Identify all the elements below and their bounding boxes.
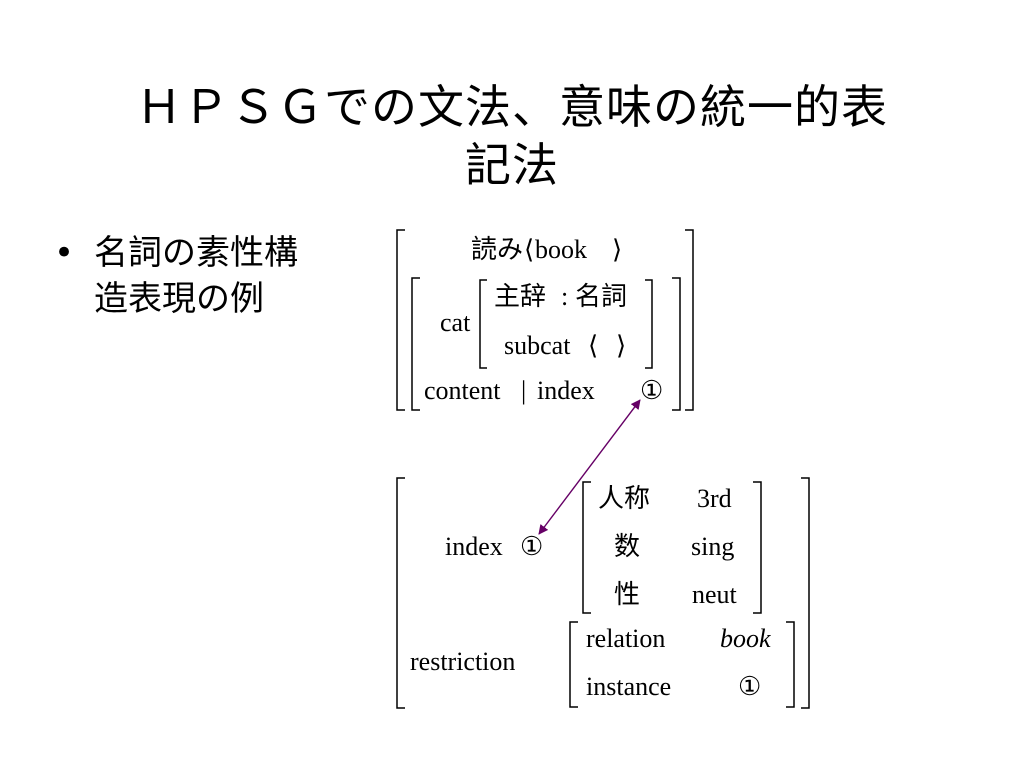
yomi-label: 読み bbox=[471, 235, 523, 264]
head-bracket-left bbox=[479, 279, 487, 369]
yomi-open-angle: ⟨ bbox=[524, 235, 534, 264]
cat-label: cat bbox=[440, 308, 471, 337]
agr-number-feature: 数 bbox=[614, 532, 640, 561]
bullet-dot: • bbox=[54, 233, 75, 273]
agr-person-value: 3rd bbox=[697, 484, 732, 513]
yomi-close-angle: ⟩ bbox=[612, 235, 622, 264]
instance-tag: ① bbox=[738, 672, 761, 701]
content-index-label: index bbox=[537, 376, 595, 405]
title-line-2: 記法 bbox=[465, 138, 559, 192]
coreference-arrow bbox=[538, 399, 641, 535]
bullet-text: 名詞の素性構造表現の例 bbox=[94, 233, 298, 319]
bottom-index-tag: ① bbox=[520, 532, 543, 561]
agr-gender-value: neut bbox=[692, 580, 738, 609]
agr-bracket-right bbox=[753, 481, 762, 614]
subcat-label: subcat bbox=[504, 331, 571, 360]
top-avm-text: 読み ⟨ book ⟩ cat 主辞 : 名詞 subcat ⟨ ⟩ conte… bbox=[424, 235, 663, 405]
content-label: content bbox=[424, 376, 501, 405]
head-bracket-right bbox=[645, 279, 653, 369]
subcat-close-angle: ⟩ bbox=[616, 331, 626, 360]
bottom-index-label: index bbox=[445, 532, 503, 561]
top-outer-bracket-left bbox=[396, 229, 405, 411]
cat-bracket-right bbox=[672, 277, 681, 411]
top-avm-brackets bbox=[396, 229, 694, 411]
title-line-1: ＨＰＳＧでの文法、意味の統一的表 bbox=[136, 80, 888, 134]
bottom-outer-bracket-right bbox=[801, 477, 810, 709]
restriction-bracket-left bbox=[569, 621, 578, 708]
subcat-open-angle: ⟨ bbox=[588, 331, 598, 360]
bottom-avm-brackets bbox=[396, 477, 810, 709]
agr-number-value: sing bbox=[691, 532, 734, 561]
top-outer-bracket-right bbox=[685, 229, 694, 411]
agr-bracket-left bbox=[582, 481, 591, 614]
agr-person-feature: 人称 bbox=[598, 484, 650, 513]
content-index-tag: ① bbox=[640, 376, 663, 405]
restriction-label: restriction bbox=[410, 647, 515, 676]
head-feature-label: 主辞 bbox=[494, 282, 546, 311]
slide-title: ＨＰＳＧでの文法、意味の統一的表 記法 bbox=[60, 78, 964, 194]
head-value: 名詞 bbox=[575, 282, 627, 311]
head-separator: : bbox=[561, 282, 568, 311]
yomi-value: book bbox=[535, 235, 587, 264]
content-separator: | bbox=[521, 376, 526, 405]
bottom-avm-text: index ① 人称 3rd 数 sing 性 neut restriction… bbox=[410, 484, 771, 701]
instance-label: instance bbox=[586, 672, 671, 701]
bottom-outer-bracket-left bbox=[396, 477, 405, 709]
relation-value: book bbox=[720, 624, 771, 653]
restriction-bracket-right bbox=[786, 621, 795, 708]
agr-gender-feature: 性 bbox=[614, 580, 640, 609]
relation-label: relation bbox=[586, 624, 665, 653]
cat-bracket-left bbox=[411, 277, 420, 411]
